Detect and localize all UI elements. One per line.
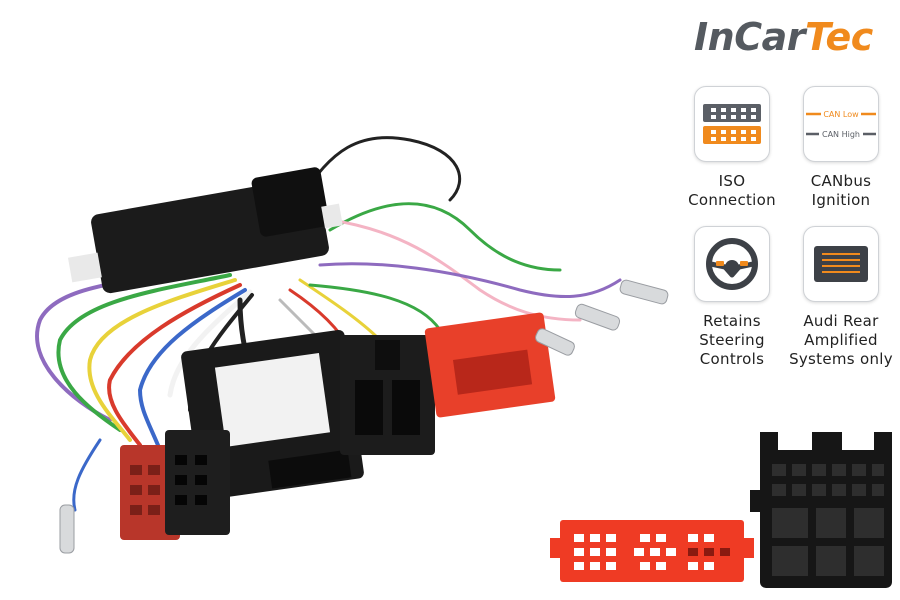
brand-logo-part2: Tec — [804, 15, 873, 59]
red-connector-face — [550, 520, 754, 582]
feature-label-line: Retains — [703, 312, 761, 330]
steering-wheel-icon — [694, 226, 770, 302]
feature-label-line: Audi Rear — [803, 312, 879, 330]
feature-label-line: CANbus — [810, 172, 872, 190]
amplifier-icon — [803, 226, 879, 302]
brand-logo: InCarTec — [694, 18, 873, 56]
feature-label-line: Connection — [688, 191, 776, 209]
feature-label-line: Steering — [699, 331, 765, 349]
connector-closeups — [550, 432, 892, 588]
feature-label-line: Ignition — [811, 191, 871, 209]
product-photo — [35, 136, 669, 554]
feature-label: CANbus Ignition — [786, 172, 896, 210]
feature-label: ISO Connection — [677, 172, 787, 210]
feature-label-line: Systems only — [789, 350, 893, 368]
can-low-label: CAN Low — [823, 110, 859, 119]
canbus-icon: CAN Low CAN High — [803, 86, 879, 162]
feature-iso-connection: ISO Connection — [677, 86, 787, 210]
black-connector-face — [750, 432, 892, 588]
feature-label-line: Amplified — [804, 331, 878, 349]
feature-label: Audi Rear Amplified Systems only — [786, 312, 896, 369]
brand-logo-part1: InCar — [694, 15, 805, 59]
feature-label-line: Controls — [699, 350, 765, 368]
iso-connector-icon — [694, 86, 770, 162]
feature-audi-rear-amplified: Audi Rear Amplified Systems only — [786, 226, 896, 369]
feature-label-line: ISO — [718, 172, 746, 190]
feature-steering-controls: Retains Steering Controls — [677, 226, 787, 369]
can-high-label: CAN High — [822, 130, 860, 139]
feature-canbus-ignition: CAN Low CAN High CANbus Ignition — [786, 86, 896, 210]
feature-label: Retains Steering Controls — [677, 312, 787, 369]
